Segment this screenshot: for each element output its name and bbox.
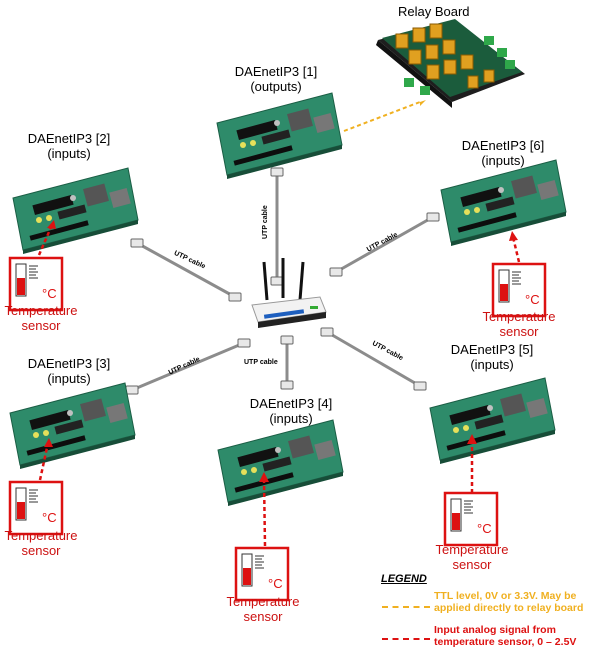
sensor-label-line1: Temperature xyxy=(482,309,556,324)
board-5-label: DAEnetIP3 [5] (inputs) xyxy=(437,342,547,372)
legend-title: LEGEND xyxy=(381,573,427,585)
legend-ttl-line2: applied directly to relay board xyxy=(434,602,584,614)
sensor-label-line2: sensor xyxy=(499,324,539,339)
sensor-unit: °C xyxy=(525,292,540,307)
sensor-2: °C xyxy=(8,256,64,312)
cable-board-2 xyxy=(136,241,236,299)
sensor-label-line1: Temperature xyxy=(435,542,509,557)
board-mode: (inputs) xyxy=(481,153,525,168)
cable-label-1: UTP cable xyxy=(262,205,269,239)
legend-ttl-line1: TTL level, 0V or 3.3V. May be xyxy=(434,590,577,602)
cable-board-6 xyxy=(335,215,434,274)
board-mode: (inputs) xyxy=(269,411,313,426)
sensor-5: °C xyxy=(443,491,499,547)
board-name: DAEnetIP3 [2] xyxy=(27,131,111,146)
analog-arrowheads xyxy=(44,220,518,482)
sensor-3-label: Temperature sensor xyxy=(0,528,82,558)
legend-analog-line2: temperature sensor, 0 – 2.5V xyxy=(434,636,577,648)
sensor-unit: °C xyxy=(42,286,57,301)
cable-label-3: UTP cable xyxy=(168,356,202,377)
legend-analog-text: Input analog signal from temperature sen… xyxy=(434,624,576,648)
sensor-unit: °C xyxy=(268,576,283,591)
legend-analog-line xyxy=(382,638,430,640)
board-mode: (outputs) xyxy=(250,79,302,94)
board-2 xyxy=(12,167,139,255)
board-4-label: DAEnetIP3 [4] (inputs) xyxy=(236,396,346,426)
cable-board-5 xyxy=(326,330,421,388)
cable-label-4: UTP cable xyxy=(244,359,278,366)
board-1-label: DAEnetIP3 [1] (outputs) xyxy=(221,64,331,94)
board-mode: (inputs) xyxy=(470,357,514,372)
legend-ttl-line xyxy=(382,606,430,608)
board-3-label: DAEnetIP3 [3] (inputs) xyxy=(14,356,124,386)
board-name: DAEnetIP3 [3] xyxy=(27,356,111,371)
board-1 xyxy=(216,92,343,180)
analog-links xyxy=(37,224,521,547)
sensor-6-label: Temperature sensor xyxy=(478,309,560,339)
sensor-label-line1: Temperature xyxy=(4,528,78,543)
sensor-4-label: Temperature sensor xyxy=(222,594,304,624)
legend-ttl-text: TTL level, 0V or 3.3V. May be applied di… xyxy=(434,590,583,614)
sensor-6: °C xyxy=(491,262,547,318)
sensor-label-line2: sensor xyxy=(21,543,61,558)
board-mode: (inputs) xyxy=(47,146,91,161)
relay-board xyxy=(376,19,525,108)
sensor-label-line2: sensor xyxy=(243,609,283,624)
sensor-unit: °C xyxy=(42,510,57,525)
utp-cables xyxy=(131,172,434,392)
sensor-3: °C xyxy=(8,480,64,536)
board-2-label: DAEnetIP3 [2] (inputs) xyxy=(14,131,124,161)
sensor-unit: °C xyxy=(477,521,492,536)
board-name: DAEnetIP3 [6] xyxy=(461,138,545,153)
board-4 xyxy=(217,419,344,507)
board-6 xyxy=(440,159,567,247)
legend-analog-line1: Input analog signal from xyxy=(434,624,556,636)
board-3 xyxy=(9,382,136,470)
board-5 xyxy=(429,377,556,465)
board-6-label: DAEnetIP3 [6] (inputs) xyxy=(448,138,558,168)
relay-board-label: Relay Board xyxy=(398,4,470,19)
sensor-label-line1: Temperature xyxy=(226,594,300,609)
ttl-link xyxy=(343,100,426,132)
board-name: DAEnetIP3 [1] xyxy=(234,64,318,79)
router xyxy=(251,258,327,328)
cable-label-2: UTP cable xyxy=(173,250,207,271)
cable-board-3 xyxy=(131,341,245,392)
sensor-label-line1: Temperature xyxy=(4,303,78,318)
cable-label-6: UTP cable xyxy=(366,231,399,253)
board-mode: (inputs) xyxy=(47,371,91,386)
sensor-2-label: Temperature sensor xyxy=(0,303,82,333)
board-name: DAEnetIP3 [5] xyxy=(450,342,534,357)
board-name: DAEnetIP3 [4] xyxy=(249,396,333,411)
sensor-label-line2: sensor xyxy=(21,318,61,333)
sensor-label-line2: sensor xyxy=(452,557,492,572)
sensor-4: °C xyxy=(234,546,290,602)
sensor-5-label: Temperature sensor xyxy=(431,542,513,572)
